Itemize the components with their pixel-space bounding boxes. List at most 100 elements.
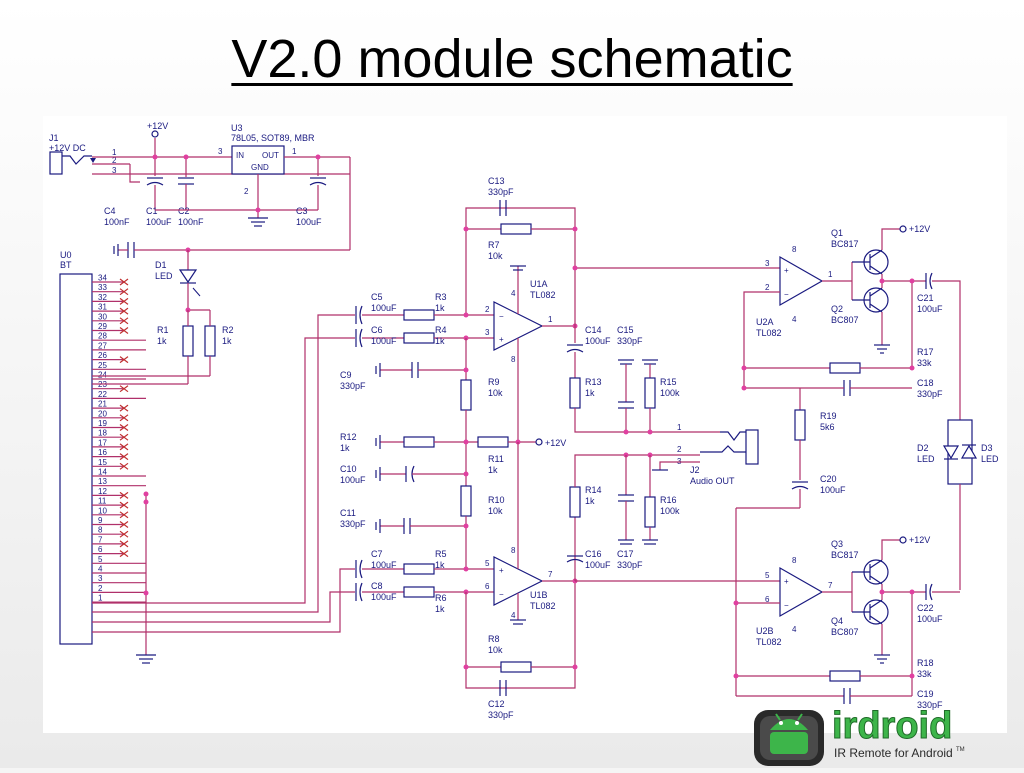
no-connect-marker <box>119 297 129 305</box>
svg-text:C10: C10 <box>340 464 357 474</box>
svg-text:+12V: +12V <box>545 438 566 448</box>
svg-text:J2: J2 <box>690 465 700 475</box>
no-connect-marker <box>119 550 129 558</box>
bt-pin-number: 4 <box>98 565 103 574</box>
svg-text:5k6: 5k6 <box>820 422 835 432</box>
svg-text:−: − <box>784 290 789 299</box>
svg-text:1: 1 <box>292 147 297 156</box>
no-connect-marker <box>119 443 129 451</box>
r6-resistor: R6 1k <box>403 586 494 614</box>
svg-text:1k: 1k <box>157 336 167 346</box>
svg-text:R18: R18 <box>917 658 934 668</box>
svg-text:100uF: 100uF <box>820 485 846 495</box>
svg-text:R17: R17 <box>917 347 934 357</box>
svg-text:C7: C7 <box>371 549 383 559</box>
j2-audio-jack: 2 3 J2 Audio OUT <box>677 429 759 486</box>
bt-pin-number: 32 <box>98 293 107 302</box>
svg-text:78L05, SOT89, MBR: 78L05, SOT89, MBR <box>231 133 315 143</box>
svg-text:+: + <box>499 566 504 575</box>
r13-resistor: R13 1k <box>569 377 602 409</box>
q3-transistor: Q3 BC817 <box>831 539 889 585</box>
c13-capacitor: C13 330pF <box>488 176 514 216</box>
svg-text:1k: 1k <box>435 560 445 570</box>
r15-resistor: R15 100k <box>642 359 680 432</box>
r9-resistor: R9 10k <box>460 377 503 411</box>
no-connect-marker <box>119 501 129 509</box>
r3-resistor: R3 1k <box>403 292 494 321</box>
svg-text:10k: 10k <box>488 388 503 398</box>
svg-text:1: 1 <box>112 148 117 157</box>
svg-text:U2B: U2B <box>756 626 774 636</box>
svg-text:2: 2 <box>244 187 249 196</box>
slide-title: V2.0 module schematic <box>231 29 793 89</box>
svg-text:4: 4 <box>511 611 516 620</box>
svg-text:+: + <box>499 335 504 344</box>
no-connect-marker <box>119 462 129 470</box>
svg-text:1k: 1k <box>435 604 445 614</box>
r1-resistor: R1 1k <box>157 310 194 384</box>
svg-text:1: 1 <box>828 270 833 279</box>
svg-text:3: 3 <box>485 328 490 337</box>
c15-capacitor <box>618 359 634 432</box>
svg-text:100k: 100k <box>660 388 680 398</box>
svg-text:C17: C17 <box>617 549 634 559</box>
svg-text:100uF: 100uF <box>371 303 397 313</box>
svg-text:R11: R11 <box>488 454 504 464</box>
svg-text:C2: C2 <box>178 206 190 216</box>
svg-text:U0: U0 <box>60 250 72 260</box>
svg-text:C13: C13 <box>488 176 505 186</box>
svg-text:Q2: Q2 <box>831 304 843 314</box>
svg-text:330pF: 330pF <box>617 560 643 570</box>
svg-text:+12V DC: +12V DC <box>49 143 86 153</box>
bt-pin-number: 1 <box>98 594 103 603</box>
r4-resistor: R4 1k <box>403 325 494 346</box>
bt-pin-number: 23 <box>98 380 107 389</box>
svg-text:LED: LED <box>917 454 935 464</box>
bt-pin-number: 10 <box>98 506 107 515</box>
bt-pin-number: 31 <box>98 303 107 312</box>
no-connect-marker <box>119 511 129 519</box>
svg-text:6: 6 <box>485 582 490 591</box>
svg-text:1k: 1k <box>340 443 350 453</box>
svg-text:Q3: Q3 <box>831 539 843 549</box>
svg-text:3: 3 <box>765 259 770 268</box>
svg-text:100uF: 100uF <box>585 336 611 346</box>
svg-text:7: 7 <box>828 581 833 590</box>
bt-pin-number: 14 <box>98 468 107 477</box>
svg-text:IN: IN <box>236 151 244 160</box>
bt-pin-number: 24 <box>98 371 107 380</box>
svg-text:OUT: OUT <box>262 151 279 160</box>
c5-capacitor: C5 100uF <box>355 292 404 325</box>
bt-pin-number: 21 <box>98 400 107 409</box>
no-connect-marker <box>119 356 129 364</box>
c4-capacitor <box>113 242 140 258</box>
svg-text:10k: 10k <box>488 251 503 261</box>
bt-pin-number: 22 <box>98 390 107 399</box>
svg-text:10k: 10k <box>488 506 503 516</box>
q2-transistor: Q2 BC807 <box>831 287 889 325</box>
no-connect-marker <box>119 424 129 431</box>
bt-pin-number: 3 <box>98 574 103 583</box>
d1-led: D1 LED <box>155 250 201 310</box>
irdroid-logo-graphic: irdroid IR Remote for Android TM <box>754 705 965 766</box>
j1-connector: J1 +12V DC 1 2 3 <box>49 133 117 175</box>
svg-text:1k: 1k <box>222 336 232 346</box>
irdroid-logo: irdroid IR Remote for Android TM <box>752 690 1024 768</box>
svg-text:8: 8 <box>511 355 516 364</box>
c14-capacitor: C14 100uF <box>566 325 611 353</box>
svg-text:C9: C9 <box>340 370 352 380</box>
u1b-opamp: + − 5 6 7 8 4 U1B TL082 <box>485 546 556 620</box>
svg-text:J1: J1 <box>49 133 59 143</box>
bt-pin-number: 5 <box>98 555 103 564</box>
svg-text:33k: 33k <box>917 358 932 368</box>
r5-resistor: R5 1k <box>403 549 494 575</box>
svg-text:100uF: 100uF <box>296 217 322 227</box>
bt-pin-number: 29 <box>98 322 107 331</box>
svg-text:BC807: BC807 <box>831 627 859 637</box>
svg-text:100nF: 100nF <box>178 217 204 227</box>
svg-text:R5: R5 <box>435 549 447 559</box>
svg-text:1k: 1k <box>435 336 445 346</box>
no-connect-marker <box>119 521 129 528</box>
no-connect-marker <box>119 404 129 412</box>
svg-text:D1: D1 <box>155 260 167 270</box>
